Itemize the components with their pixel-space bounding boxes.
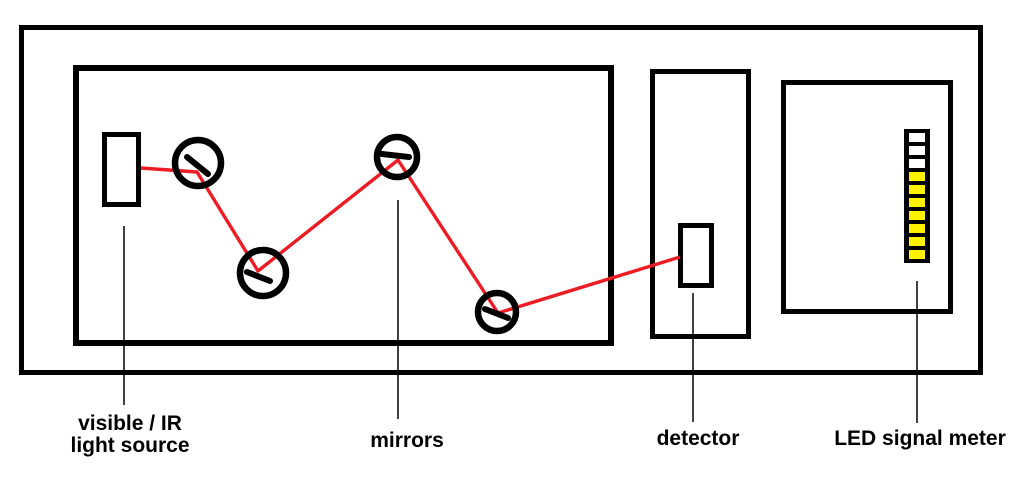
outer-enclosure-box bbox=[19, 25, 983, 375]
detector-sensor-box bbox=[678, 223, 714, 288]
led-segment-1 bbox=[909, 133, 925, 142]
led-segment-5 bbox=[909, 185, 925, 194]
mirror-chamber-box bbox=[73, 65, 614, 346]
led-bar bbox=[904, 129, 930, 263]
led-segment-2 bbox=[909, 146, 925, 155]
led-segment-10 bbox=[909, 250, 925, 259]
detector-housing-box bbox=[650, 69, 751, 339]
light-source-label: visible / IR light source bbox=[30, 413, 230, 457]
detector-label: detector bbox=[656, 427, 740, 450]
light-source-box bbox=[102, 132, 141, 207]
led-segment-3 bbox=[909, 159, 925, 168]
light-source-label-line2: light source bbox=[70, 434, 190, 457]
led-meter-label: LED signal meter bbox=[834, 427, 1006, 450]
led-segment-4 bbox=[909, 172, 925, 181]
led-segment-7 bbox=[909, 211, 925, 220]
mirrors-label: mirrors bbox=[370, 429, 444, 452]
led-segment-9 bbox=[909, 237, 925, 246]
led-meter-housing-box bbox=[781, 80, 953, 314]
led-segment-6 bbox=[909, 198, 925, 207]
light-source-label-line1: visible / IR bbox=[78, 412, 182, 435]
led-segment-8 bbox=[909, 224, 925, 233]
